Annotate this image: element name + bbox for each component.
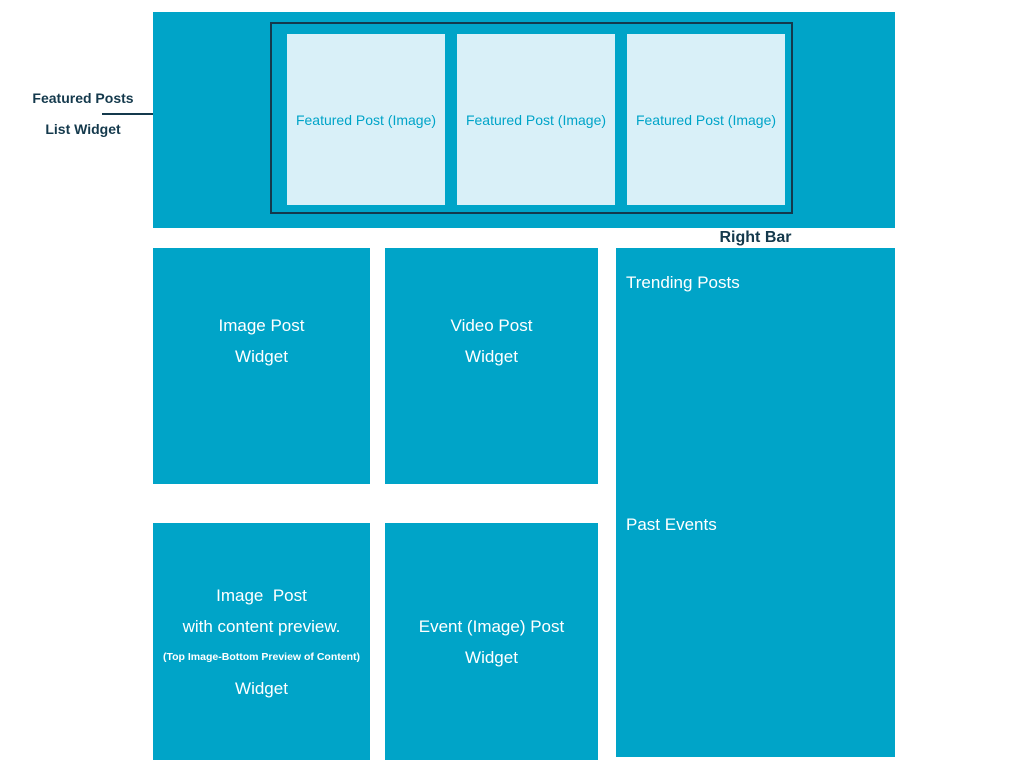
image-post-widget-label-line2: Widget — [235, 347, 288, 366]
image-post-preview-label-line2: with content preview. — [182, 616, 341, 636]
right-bar: Trending Posts Past Events — [616, 248, 895, 757]
header-banner: Featured Post (Image) Featured Post (Ima… — [153, 12, 895, 228]
image-post-widget: Image Post Widget — [153, 248, 370, 484]
right-bar-annotation-label: Right Bar — [719, 229, 792, 246]
featured-post-card-3: Featured Post (Image) — [627, 34, 785, 205]
trending-posts-section-label: Trending Posts — [626, 273, 740, 292]
featured-post-card-2-label: Featured Post (Image) — [465, 111, 607, 128]
video-post-widget-label-line2: Widget — [465, 347, 518, 366]
past-events-section-label: Past Events — [626, 515, 717, 534]
list-widget-annotation-label: List Widget — [45, 121, 121, 137]
event-post-widget-label-line2: Widget — [465, 647, 518, 667]
image-post-with-preview-widget: Image Post with content preview. (Top Im… — [153, 523, 370, 760]
featured-posts-list-widget: Featured Post (Image) Featured Post (Ima… — [270, 22, 793, 214]
featured-post-card-1: Featured Post (Image) — [287, 34, 445, 205]
event-post-widget: Event (Image) Post Widget — [385, 523, 598, 760]
featured-post-card-1-label: Featured Post (Image) — [295, 111, 437, 128]
image-post-widget-label-line1: Image Post — [218, 316, 305, 335]
image-post-preview-label-line4: Widget — [235, 678, 288, 698]
featured-posts-annotation-label: Featured Posts — [32, 90, 134, 106]
featured-post-card-2: Featured Post (Image) — [457, 34, 615, 205]
image-post-preview-label-line1: Image Post — [216, 585, 307, 605]
video-post-widget-label-line1: Video Post — [450, 316, 533, 335]
event-post-widget-label-line1: Event (Image) Post — [418, 616, 565, 636]
image-post-preview-label-line3: (Top Image-Bottom Preview of Content) — [163, 650, 360, 663]
featured-post-card-3-label: Featured Post (Image) — [635, 111, 777, 128]
video-post-widget: Video Post Widget — [385, 248, 598, 484]
